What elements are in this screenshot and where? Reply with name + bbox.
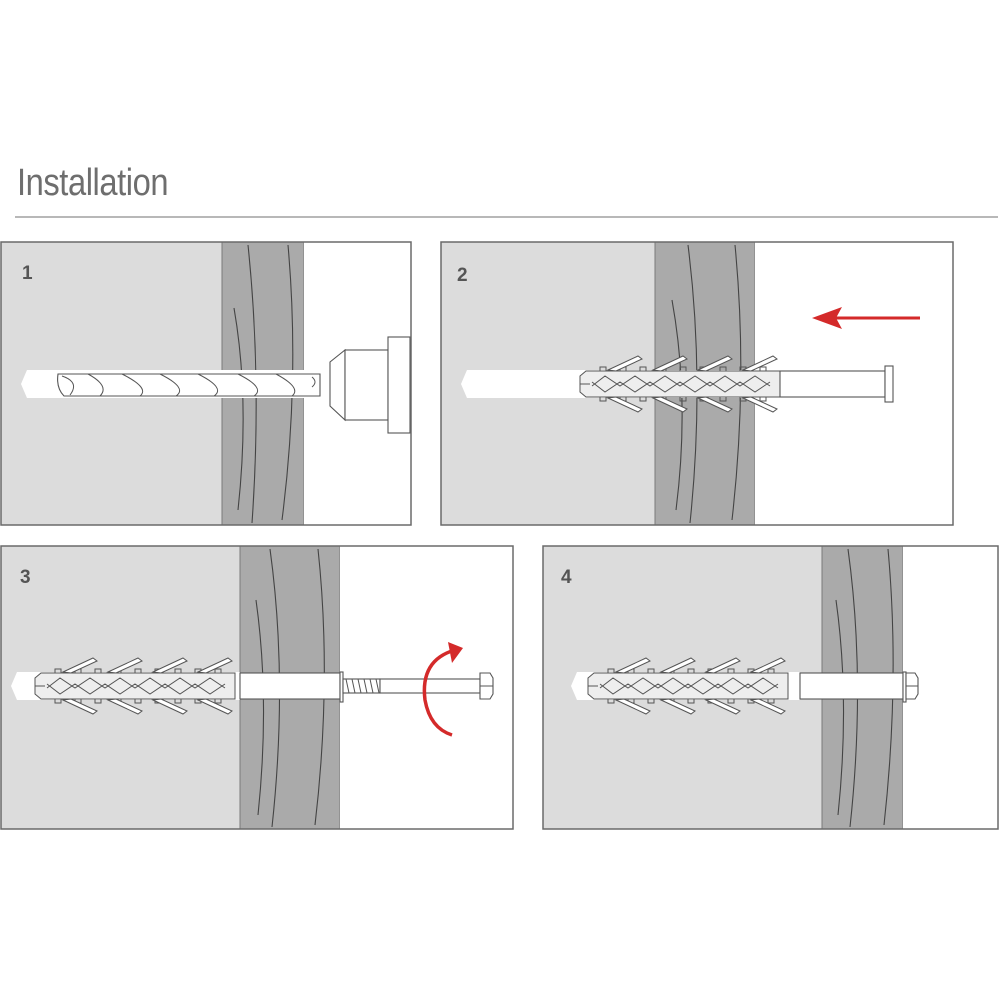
drill-bit <box>57 373 321 397</box>
title-divider <box>15 216 998 218</box>
step-1-panel: 1 <box>0 241 412 526</box>
dowel-sleeve <box>239 672 341 700</box>
dowel-collar <box>884 365 894 403</box>
drill-chuck <box>329 336 411 434</box>
step-number: 2 <box>457 265 468 286</box>
rotate-arrow-icon <box>422 642 463 737</box>
step-number: 4 <box>561 567 572 588</box>
step-2-panel: 2 <box>440 241 954 526</box>
step-4-panel: 4 <box>542 545 999 830</box>
insert-arrow-icon <box>812 307 920 329</box>
dowel-sleeve <box>799 672 904 700</box>
dowel-sleeve <box>779 370 886 398</box>
step-number: 1 <box>22 263 33 284</box>
section-title: Installation <box>17 162 169 204</box>
step-number: 3 <box>20 567 31 588</box>
step-3-panel: 3 <box>0 545 514 830</box>
screw <box>342 672 494 700</box>
